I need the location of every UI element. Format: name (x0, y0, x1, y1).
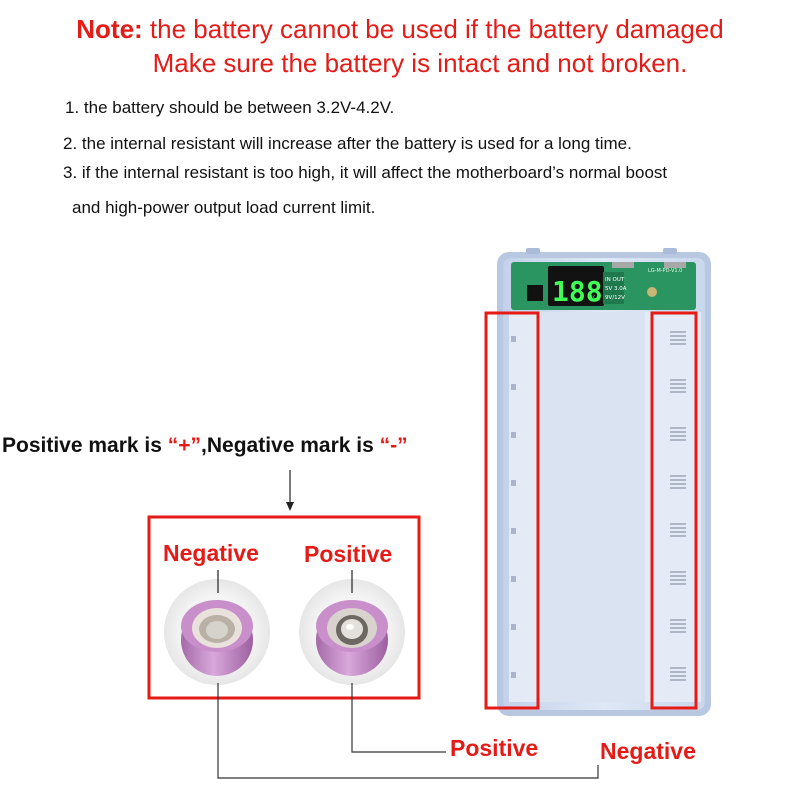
plus-mark: “+” (167, 434, 202, 457)
negative-battery-image (164, 579, 270, 685)
list-item: 3. if the internal resistant is too high… (63, 163, 668, 182)
battery-highlight-box (147, 515, 421, 700)
pcb-board (511, 262, 696, 310)
bottom-positive-label: Positive (450, 735, 539, 761)
positive-battery-image (299, 579, 405, 685)
mark-instruction: Positive mark is “+”,Negative mark is “-… (2, 434, 408, 458)
spring-contacts-icon (670, 331, 686, 681)
mark-text-1: Positive mark is (2, 434, 168, 457)
display-label-1: IN OUT (605, 277, 625, 283)
connector-lines (217, 683, 599, 779)
display-label-3: 9V/12V (605, 295, 625, 301)
mark-text-2: ,Negative mark is (201, 434, 380, 457)
list-item: and high-power output load current limit… (72, 198, 376, 217)
note-line-1: Note: the battery cannot be used if the … (0, 14, 800, 45)
display-digits: 188 (552, 275, 603, 308)
list-item: 1. the battery should be between 3.2V-4.… (65, 98, 395, 117)
note-line-2: Make sure the battery is intact and not … (152, 48, 688, 78)
positive-battery-label: Positive (304, 541, 393, 567)
minus-mark: “-” (379, 434, 408, 457)
power-bank-case (497, 248, 711, 716)
list-item: 2. the internal resistant will increase … (63, 134, 632, 153)
down-arrow-icon (286, 470, 294, 511)
note-prefix: Note: (76, 14, 143, 44)
negative-side-highlight (650, 311, 698, 710)
positive-side-highlight (484, 311, 540, 710)
pcb-model-text: LG-M-PD-V1.0 (648, 268, 682, 274)
bottom-negative-label: Negative (600, 738, 696, 764)
note-text-1: the battery cannot be used if the batter… (142, 14, 724, 44)
negative-battery-label: Negative (163, 540, 259, 566)
display-label-2: 5V 3.0A (605, 286, 627, 292)
flat-contacts-icon (511, 336, 516, 678)
display-percent: % (589, 294, 597, 303)
